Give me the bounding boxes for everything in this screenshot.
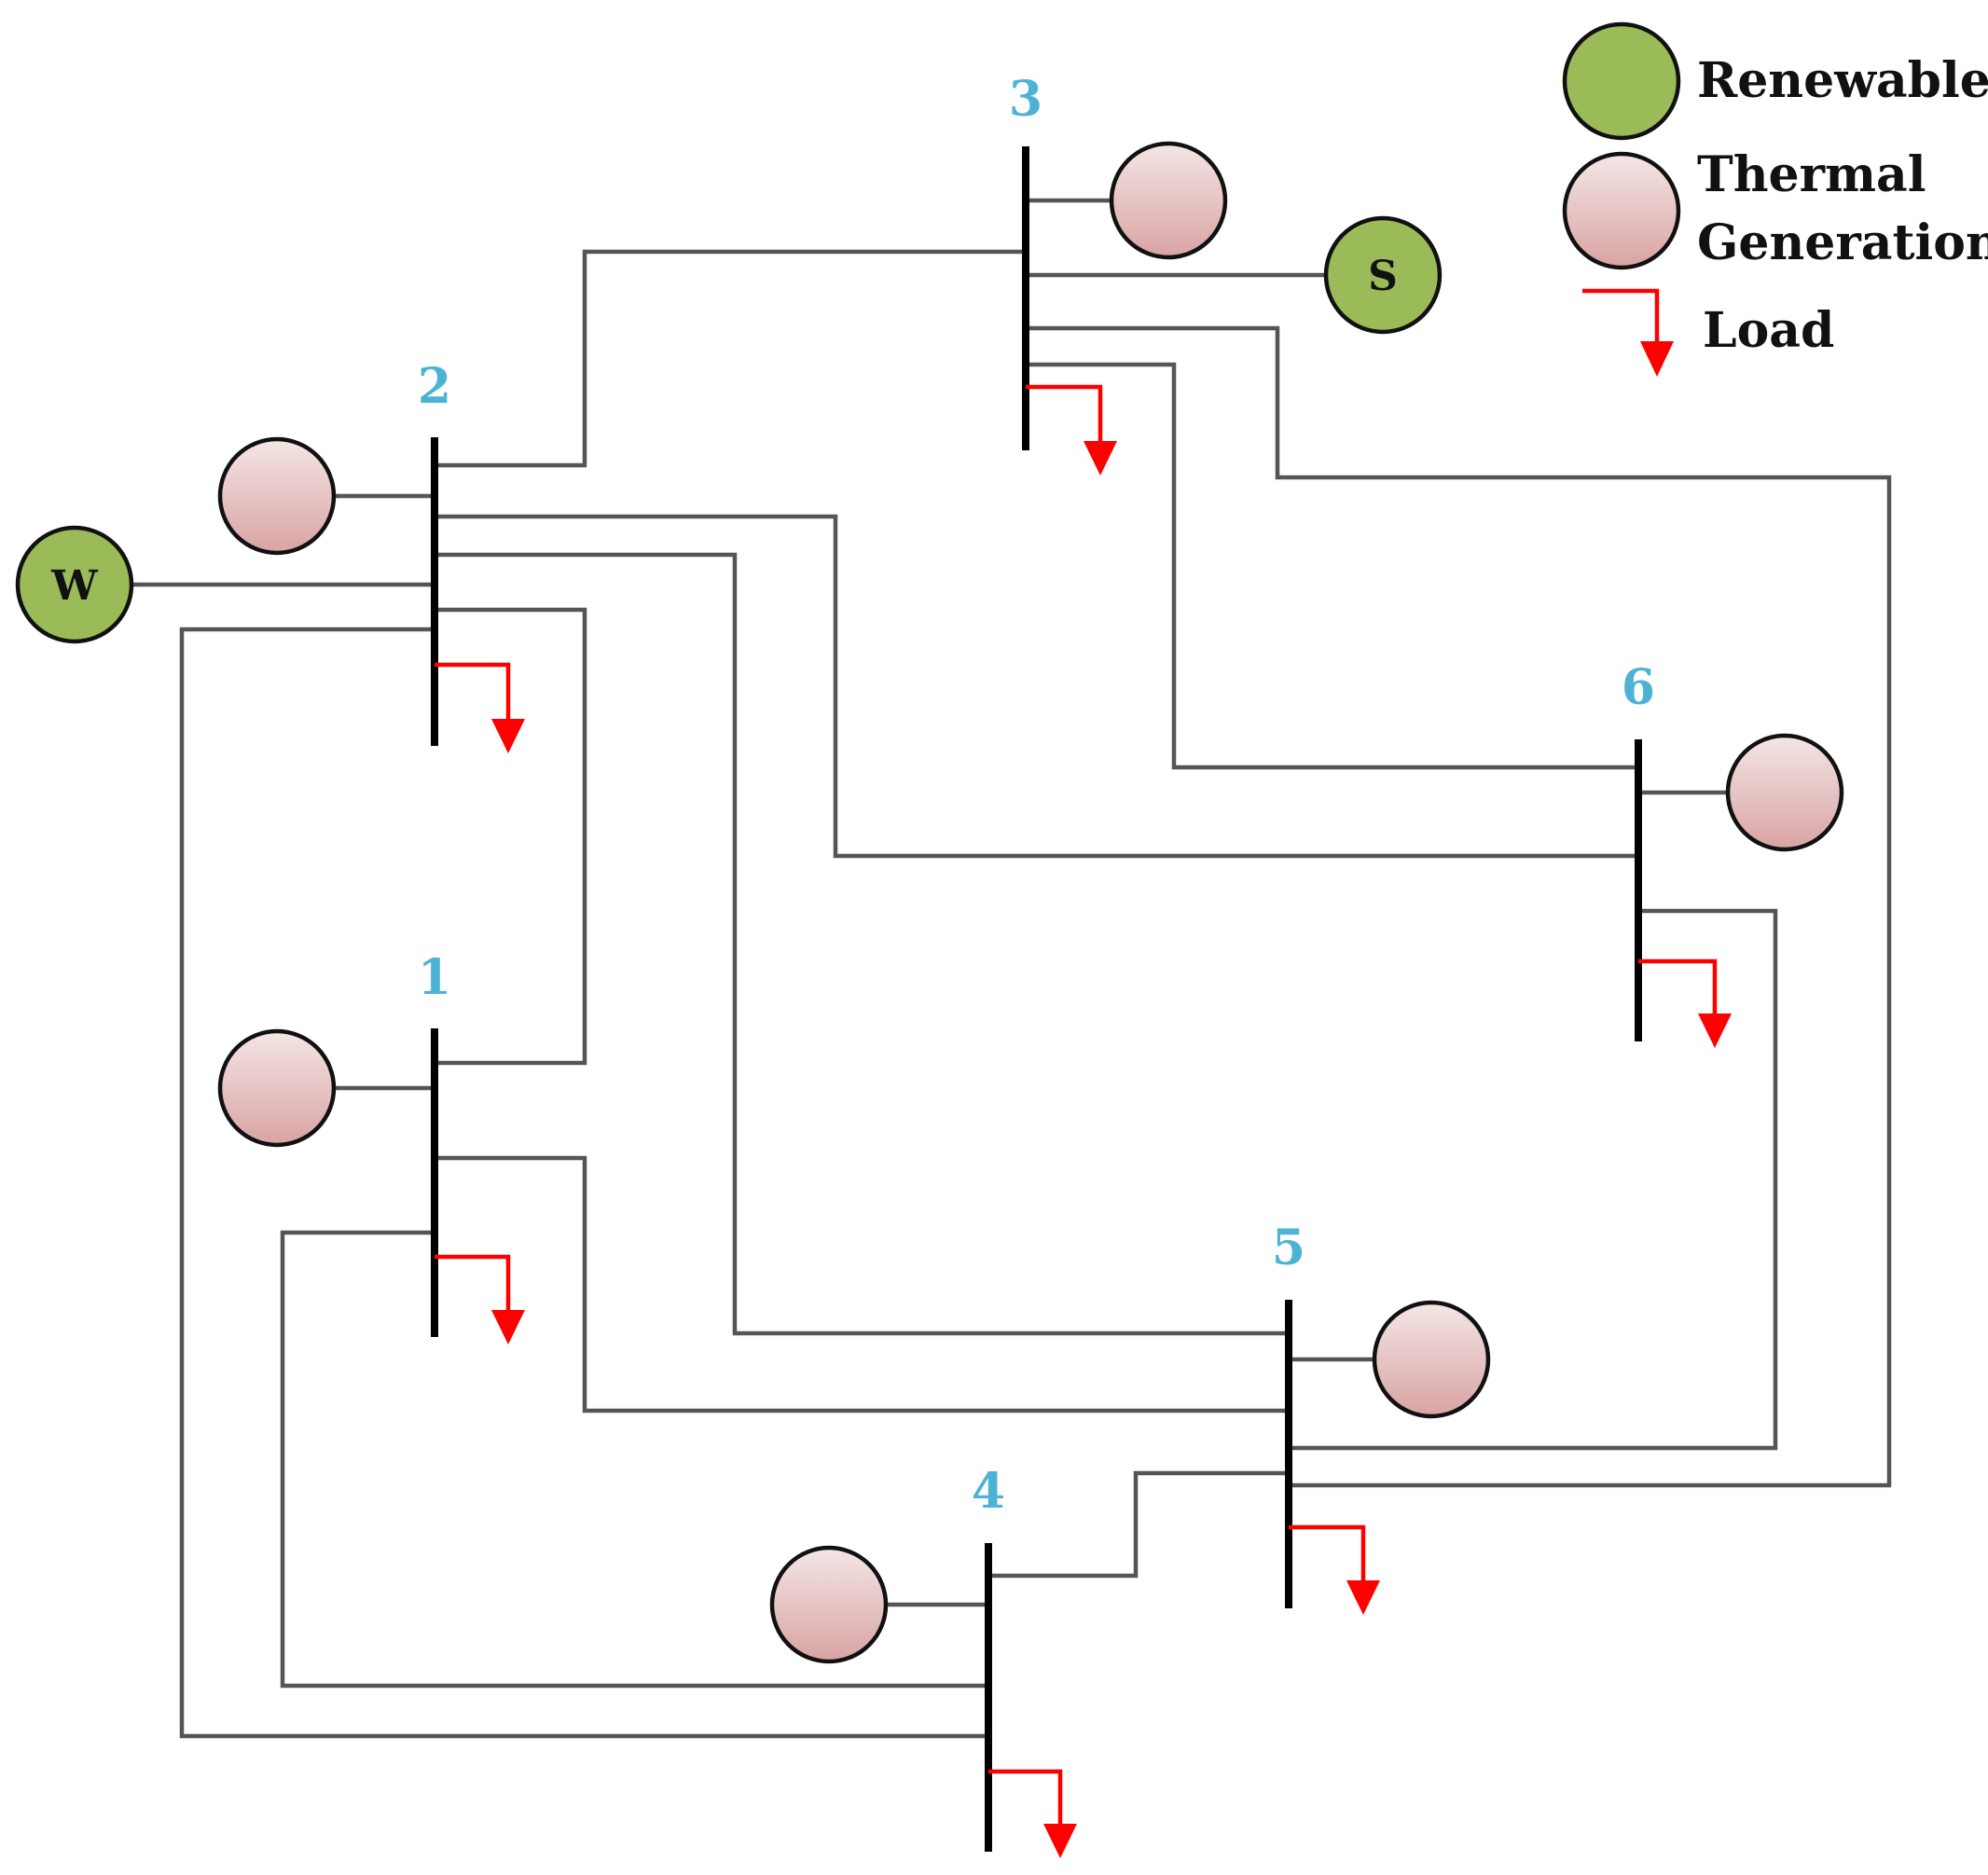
bus-label-4: 4	[972, 1463, 1005, 1520]
load-2	[435, 662, 525, 753]
transmission-lines	[179, 249, 1892, 1739]
line-2-6	[435, 514, 1638, 859]
load-3	[1026, 384, 1117, 476]
line-2-1	[435, 607, 587, 1066]
bus-label-5: 5	[1272, 1220, 1305, 1276]
legend-thermal-label-line2: Generation	[1697, 214, 1988, 271]
load-5	[1289, 1524, 1380, 1615]
legend-renewables-icon	[1562, 21, 1681, 141]
legend-thermal-icon	[1562, 151, 1681, 270]
thermal-generator-6	[1725, 733, 1844, 852]
load-4	[988, 1769, 1077, 1858]
bus-label-1: 1	[418, 949, 451, 1006]
thermal-generator-1	[217, 1028, 337, 1148]
line-1-5	[435, 1155, 1289, 1413]
wind-generator	[15, 525, 134, 644]
bus-label-3: 3	[1009, 71, 1042, 128]
line-6-5	[1289, 908, 1778, 1451]
thermal-generator-5	[1372, 1300, 1491, 1419]
loads	[435, 384, 1732, 1858]
generator-connections	[131, 198, 1728, 1607]
line-2-4	[179, 627, 988, 1739]
bus-label-6: 6	[1622, 659, 1655, 716]
legend-thermal-label-line1: Thermal	[1697, 146, 1926, 203]
legend: Renewables Thermal Generation Load	[1562, 21, 1988, 377]
line-3-6	[1026, 362, 1638, 770]
line-1-4	[280, 1230, 988, 1689]
buses	[431, 146, 1642, 1852]
load-6	[1638, 958, 1732, 1048]
thermal-generator-4	[769, 1545, 889, 1664]
solar-generator	[1323, 215, 1443, 335]
line-5-4	[988, 1470, 1289, 1579]
generators: W S	[15, 141, 1844, 1664]
thermal-generator-2	[217, 436, 337, 556]
bus-labels: 1 2 3 4 5 6	[418, 71, 1655, 1520]
line-2-5	[435, 552, 1289, 1336]
thermal-generator-3	[1109, 141, 1228, 260]
load-1	[435, 1254, 525, 1344]
legend-load-label: Load	[1703, 302, 1834, 359]
wind-label: W	[50, 562, 98, 610]
bus-label-2: 2	[418, 358, 451, 415]
legend-load-icon	[1582, 288, 1674, 377]
line-2-3	[435, 249, 1026, 468]
legend-renewables-label: Renewables	[1697, 52, 1988, 109]
line-3-5	[1026, 325, 1892, 1488]
solar-label: S	[1368, 253, 1398, 300]
